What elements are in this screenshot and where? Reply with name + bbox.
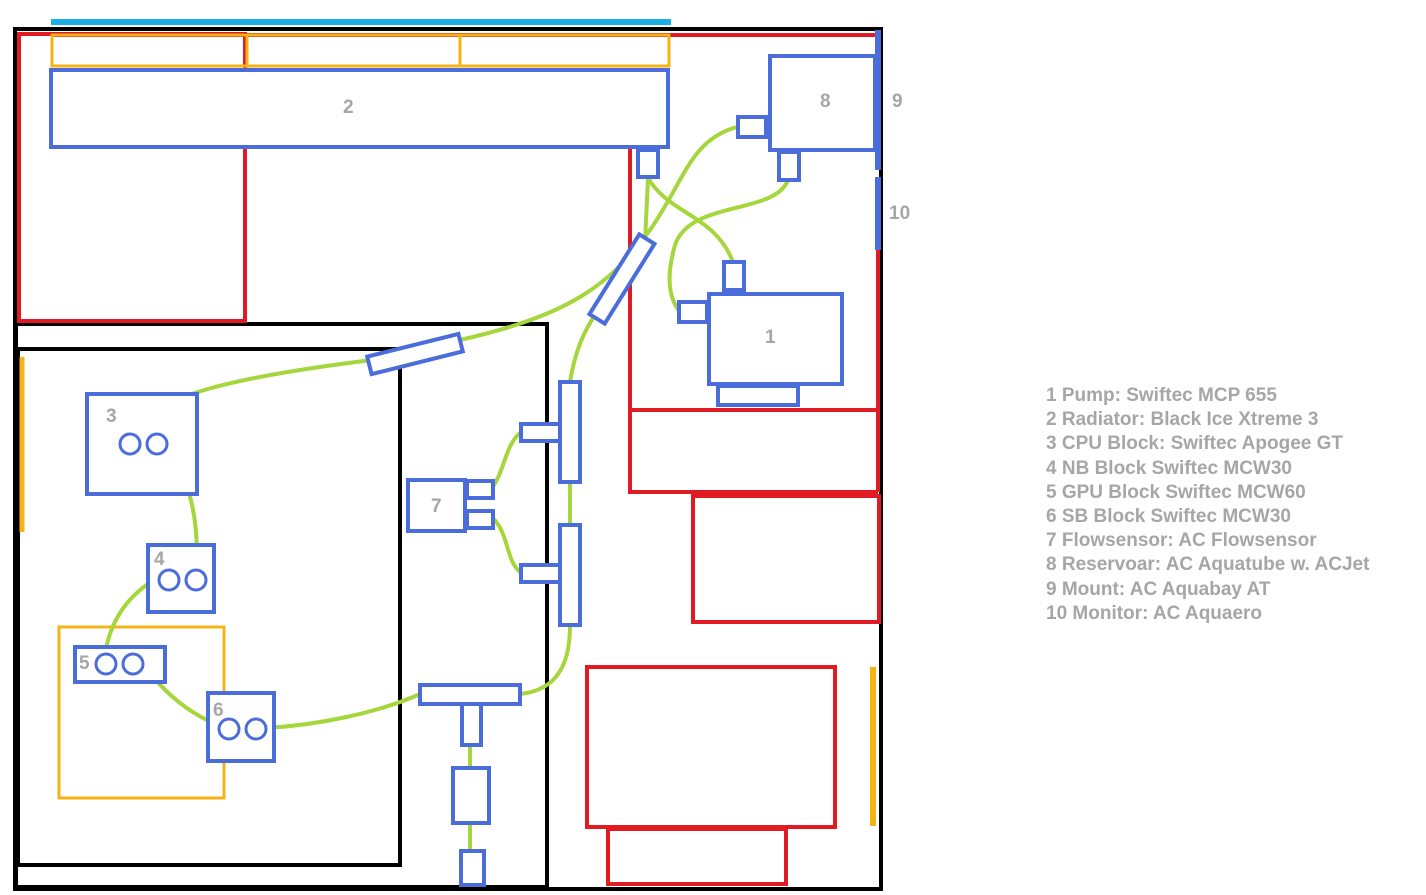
inline-filter-1 (364, 331, 466, 377)
nb-port-1 (157, 568, 181, 592)
gpu-port-1 (94, 652, 118, 676)
flowsensor-port-2 (465, 509, 495, 530)
gpu-block (73, 645, 167, 684)
tee-top-stem (558, 380, 582, 484)
tube-m (490, 430, 523, 490)
legend-item: 8 Reservoar: AC Aquatube w. ACJet (1046, 554, 1370, 576)
tube-k (646, 176, 735, 264)
psu-base (606, 827, 788, 886)
tube-j (643, 176, 650, 244)
nb-port-2 (184, 568, 208, 592)
pump-port-top (722, 260, 746, 292)
radiator-fans (50, 33, 671, 68)
legend-item: 2 Radiator: Black Ice Xtreme 3 (1046, 409, 1319, 431)
cpu-port-2 (145, 432, 169, 456)
legend-item: 5 GPU Block Swiftec MCW60 (1046, 481, 1306, 503)
label-nb: 4 (154, 549, 165, 570)
legend-item: 4 NB Block Swiftec MCW30 (1046, 457, 1292, 479)
legend-item: 10 Monitor: AC Aquaero (1046, 602, 1263, 624)
legend: 1 Pump: Swiftec MCP 655 2 Radiator: Blac… (1046, 384, 1369, 626)
tee-bottom-stem (558, 523, 582, 627)
label-sb: 6 (213, 700, 224, 721)
drain-plug (459, 849, 486, 887)
radiator-fitting (636, 148, 660, 179)
label-gpu: 5 (79, 653, 90, 674)
label-radiator: 2 (343, 97, 354, 118)
psu (585, 665, 837, 829)
gpu-port-2 (121, 652, 145, 676)
legend-item: 3 CPU Block: Swiftec Apogee GT (1046, 433, 1344, 455)
label-monitor: 10 (889, 203, 910, 224)
drive-bay-lower (691, 494, 881, 624)
motherboard (16, 347, 402, 867)
label-flowsensor: 7 (431, 496, 442, 517)
pump-base (716, 384, 800, 407)
tee-top-arm (519, 422, 562, 443)
cpu-port-1 (118, 432, 142, 456)
label-cpu: 3 (106, 406, 117, 427)
tee-bottom-arm (519, 563, 562, 584)
pump-port-left (677, 300, 709, 324)
label-mount: 9 (892, 91, 903, 112)
reservoir-body (768, 54, 877, 152)
tee-low-stem (460, 702, 483, 747)
cpu-block (85, 392, 199, 496)
inline-filter-2 (586, 231, 658, 327)
legend-item: 6 SB Block Swiftec MCW30 (1046, 506, 1291, 528)
radiator-body (49, 68, 670, 149)
tube-g (518, 623, 572, 696)
legend-item: 1 Pump: Swiftec MCP 655 (1046, 385, 1277, 406)
reservoir-port-left (736, 115, 768, 139)
tube-n (490, 515, 523, 575)
label-reservoir: 8 (820, 91, 831, 112)
reservoir-port-bottom (777, 150, 801, 182)
flowsensor-port-1 (465, 479, 495, 500)
tube-l (667, 178, 790, 314)
legend-item: 7 Flowsensor: AC Flowsensor (1046, 530, 1317, 552)
label-pump: 1 (765, 327, 776, 348)
sb-port-1 (217, 717, 241, 741)
drain-valve (451, 766, 491, 825)
tube-i (568, 313, 597, 384)
tee-low-arm (418, 683, 522, 706)
sb-port-2 (244, 717, 268, 741)
flowsensor-body (406, 478, 467, 533)
tube-f (264, 692, 422, 730)
drive-cage (628, 72, 878, 494)
legend-item: 9 Mount: AC Aquabay AT (1046, 578, 1271, 600)
